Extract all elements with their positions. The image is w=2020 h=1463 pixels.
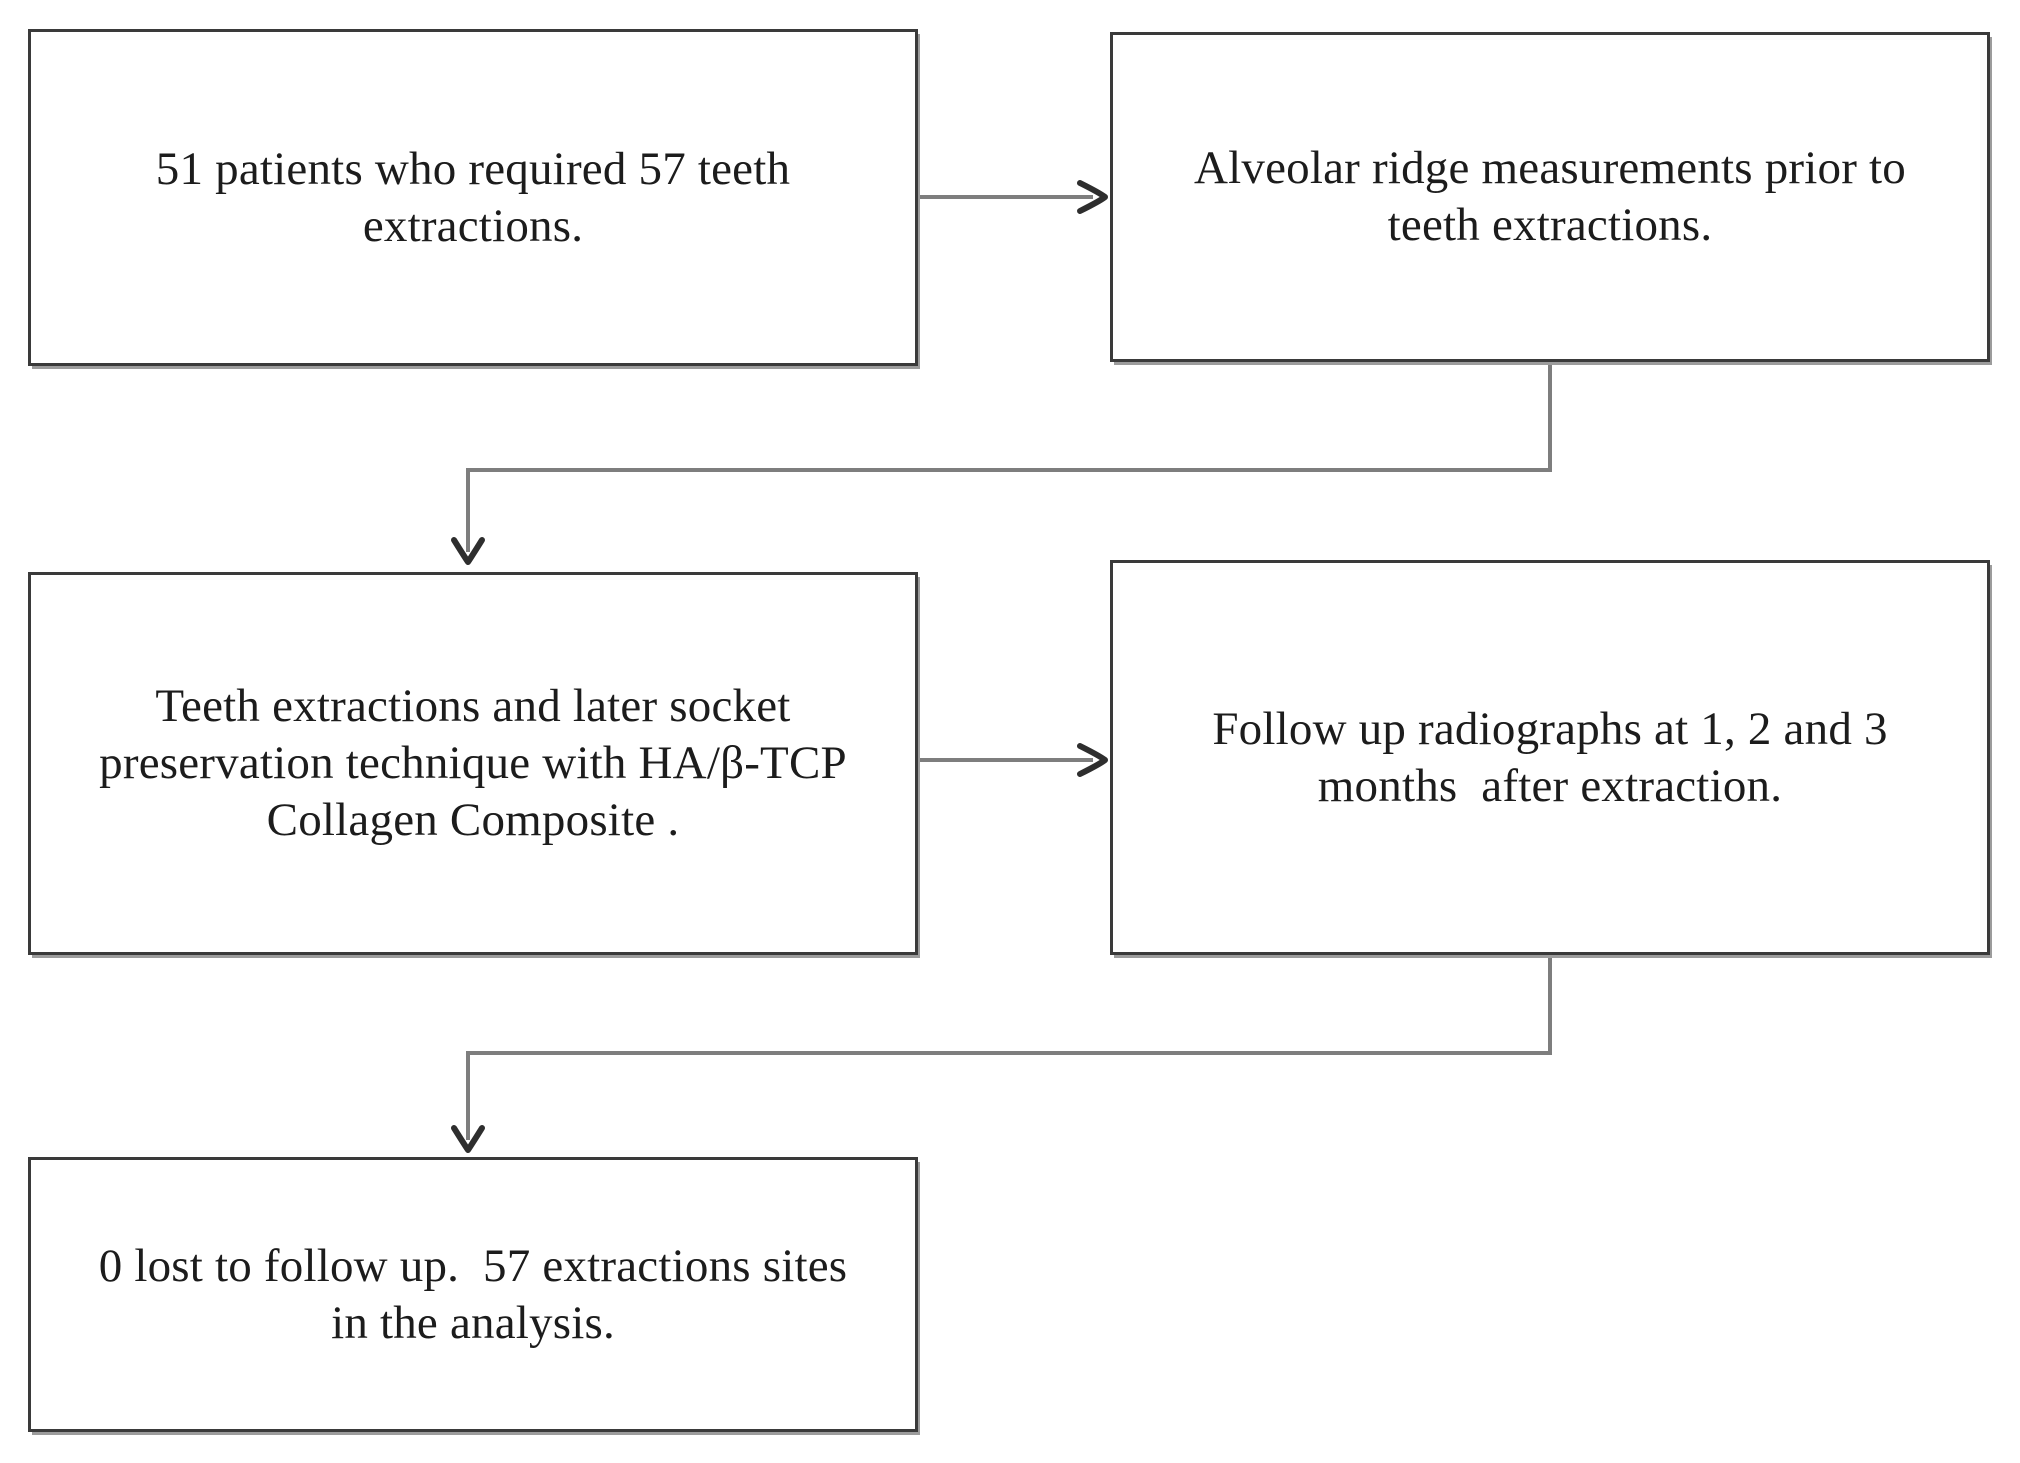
connector-ridge-to-socket bbox=[466, 363, 1552, 552]
arrowhead-down-icon bbox=[451, 1125, 485, 1153]
arrowhead-down-icon bbox=[451, 537, 485, 565]
flow-box-analysis-text: 0 lost to follow up. 57 extractions site… bbox=[98, 1239, 848, 1349]
flow-box-patients: 51 patients who required 57 teeth extrac… bbox=[28, 29, 918, 366]
flow-box-follow-up-radiographs: Follow up radiographs at 1, 2 and 3 mont… bbox=[1110, 560, 1990, 955]
flow-box-patients-text: 51 patients who required 57 teeth extrac… bbox=[155, 142, 791, 252]
arrowhead-right-icon bbox=[1077, 180, 1108, 214]
flow-box-socket-preservation: Teeth extractions and later socket prese… bbox=[28, 572, 918, 955]
flow-box-socket-preservation-text: Teeth extractions and later socket prese… bbox=[99, 680, 847, 846]
arrowhead-right-icon bbox=[1077, 743, 1108, 777]
flow-box-follow-up-radiographs-text: Follow up radiographs at 1, 2 and 3 mont… bbox=[1212, 702, 1888, 812]
connector-followup-to-analysis bbox=[466, 956, 1552, 1140]
flow-box-ridge-measurements: Alveolar ridge measurements prior to tee… bbox=[1110, 32, 1990, 362]
flow-box-analysis: 0 lost to follow up. 57 extractions site… bbox=[28, 1157, 918, 1432]
flow-box-ridge-measurements-text: Alveolar ridge measurements prior to tee… bbox=[1194, 142, 1906, 251]
